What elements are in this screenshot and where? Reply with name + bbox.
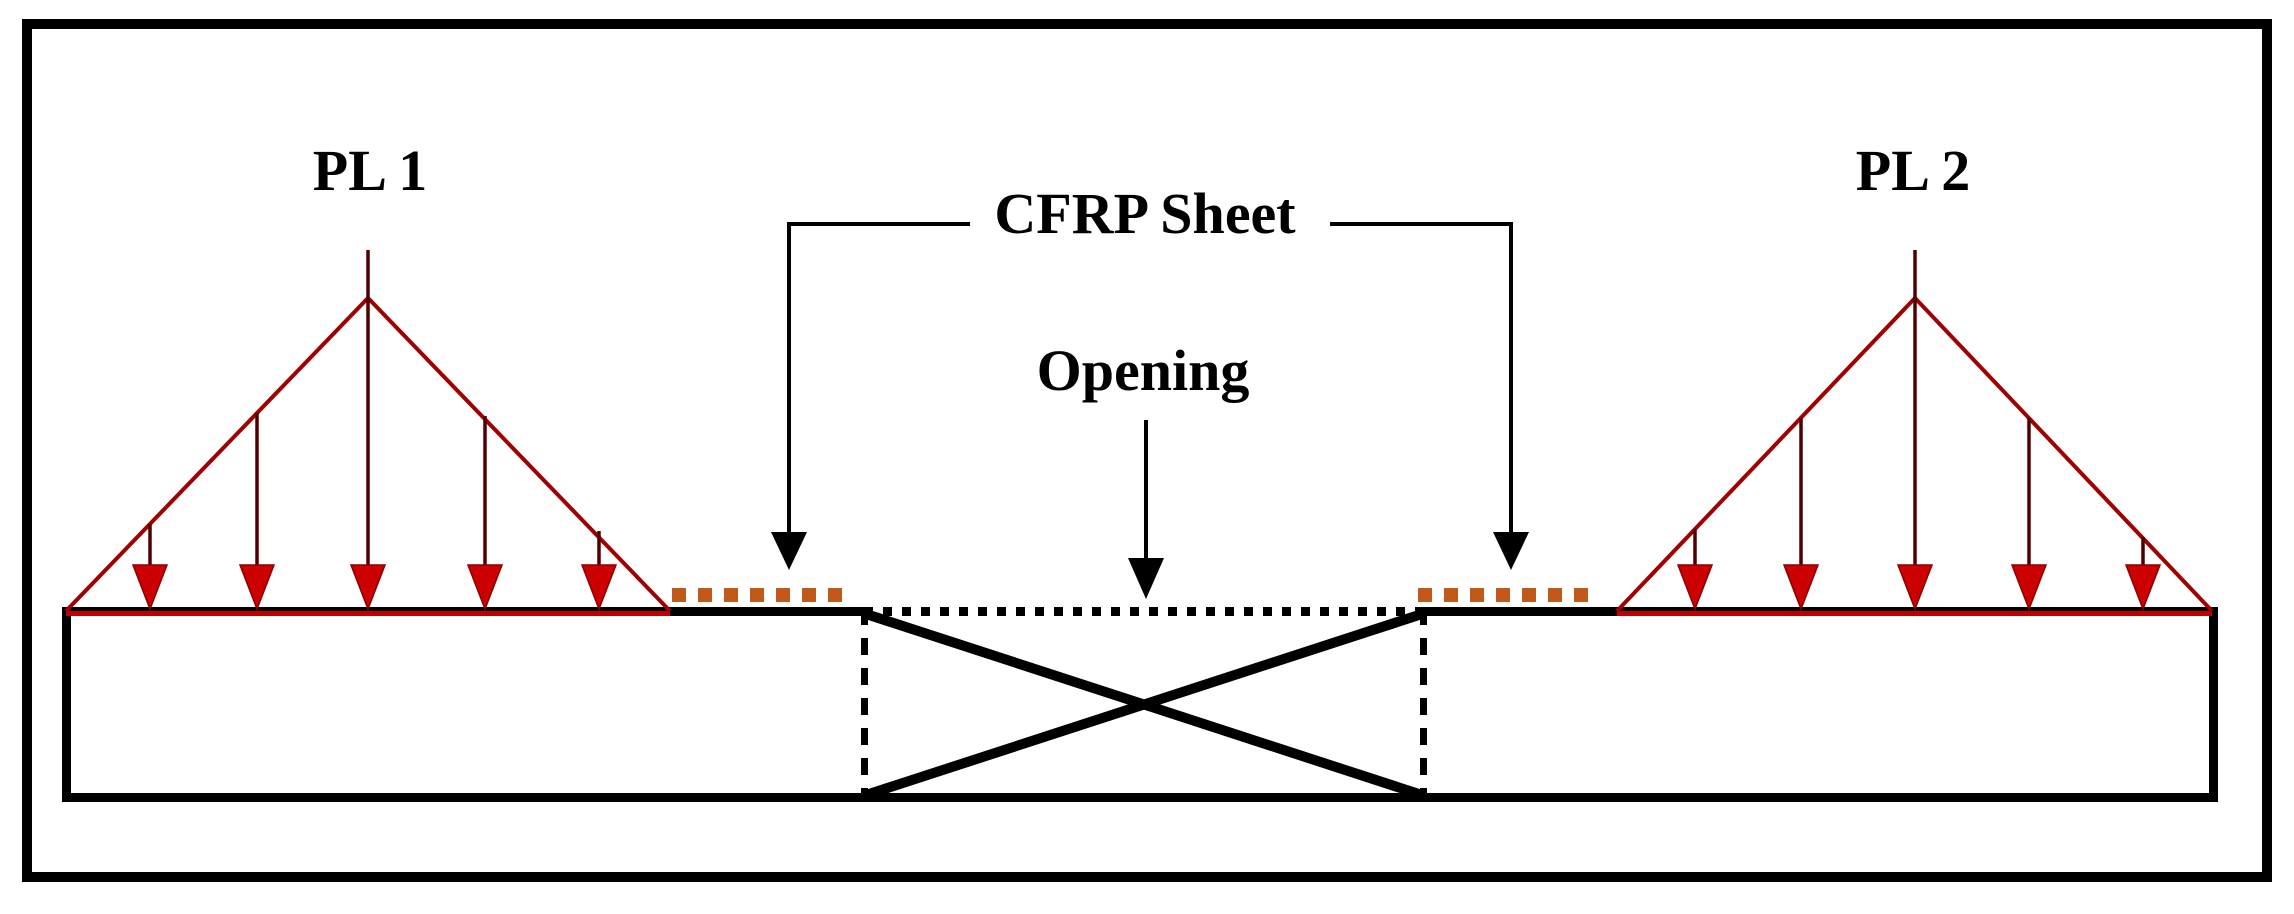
cfrp-sheet-label: CFRP Sheet bbox=[994, 181, 1296, 246]
beam-top-gap bbox=[868, 604, 1420, 618]
opening-dashed-rect bbox=[861, 607, 1427, 802]
opening-pointer-arrowhead bbox=[1128, 558, 1164, 599]
cfrp-pointer-right bbox=[1330, 222, 1529, 570]
outer-border-frame bbox=[22, 19, 2272, 882]
left-load-label: PL 1 bbox=[312, 138, 428, 203]
left-load-arrowheads bbox=[131, 564, 618, 612]
cfrp-pointer-left bbox=[771, 222, 970, 570]
right-load-label: PL 2 bbox=[1855, 138, 1971, 203]
cfrp-pointer-left-arrowhead bbox=[771, 532, 807, 570]
opening-cross-diagonal-2 bbox=[864, 609, 1424, 800]
right-load-arrow-stems bbox=[1693, 250, 2145, 572]
left-load-arrow-stems bbox=[148, 250, 601, 572]
opening-pointer bbox=[1128, 420, 1164, 599]
cfrp-pointer-right-arrowhead bbox=[1493, 532, 1529, 570]
opening-label: Opening bbox=[1036, 338, 1250, 403]
right-load-arrowheads bbox=[1676, 564, 2162, 612]
